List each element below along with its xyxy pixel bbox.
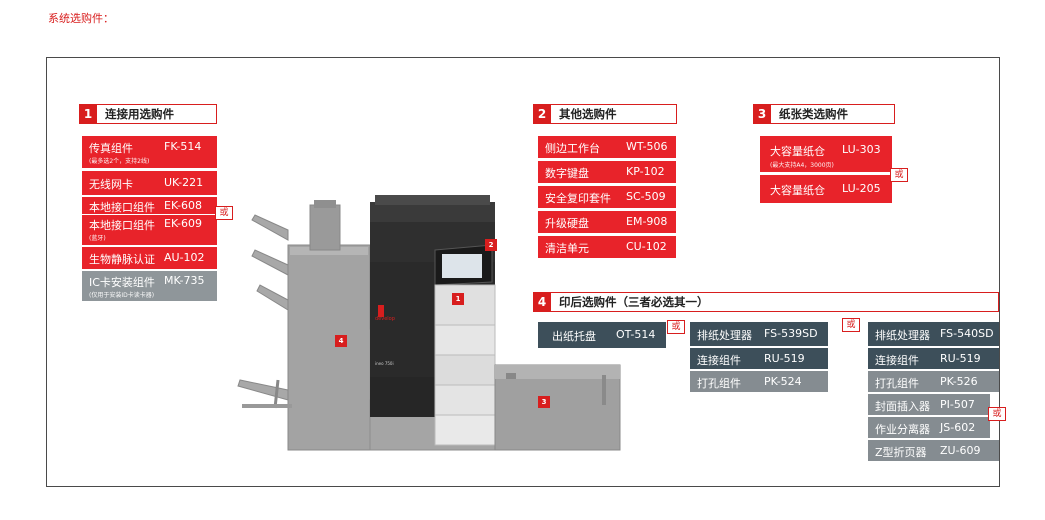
or-label-finishing-2: 或 [842, 318, 860, 332]
or-label-lu: 或 [890, 168, 908, 182]
callout-badge-4: 4 [335, 335, 347, 347]
copier-illustration: develop ineo 750i [237, 195, 621, 451]
or-label-ek: 或 [215, 206, 233, 220]
section-1-title: 连接用选购件 [105, 107, 174, 121]
option-lcc-lu303: 大容量纸仓 LU-303 (最大支持A4，3000页) [760, 136, 892, 172]
option-post-inserter: 封面插入器 PI-507 [868, 394, 990, 415]
brand-label: develop [375, 316, 395, 322]
option-fax-kit: 传真组件 FK-514 (最多选2个，支持2线) [82, 136, 217, 168]
option-ic-card-kit: IC卡安装组件 MK-735 (仅用于安装ID卡读卡器) [82, 271, 217, 301]
option-job-separator: 作业分离器 JS-602 [868, 417, 990, 438]
option-finisher-fs540sd: 排纸处理器 FS-540SD [868, 322, 999, 346]
callout-badge-1: 1 [452, 293, 464, 305]
callout-badge-3: 3 [538, 396, 550, 408]
option-finisher-fs539sd: 排纸处理器 FS-539SD [690, 322, 828, 346]
or-label-finishing-3: 或 [988, 407, 1006, 421]
option-cleaning-unit: 清洁单元 CU-102 [538, 236, 676, 258]
option-local-interface-ek608: 本地接口组件 EK-608 [82, 197, 217, 214]
option-wireless-card: 无线网卡 UK-221 [82, 171, 217, 195]
option-relay-ru519-b: 连接组件 RU-519 [690, 348, 828, 369]
section-3-header: 3 纸张类选购件 [753, 104, 895, 124]
section-1-header: 1 连接用选购件 [79, 104, 217, 124]
section-1-number: 1 [79, 105, 97, 123]
divider [766, 173, 888, 174]
section-4-number: 4 [533, 293, 551, 311]
section-3-number: 3 [753, 105, 771, 123]
option-security-kit: 安全复印套件 SC-509 [538, 186, 676, 208]
option-lcc-lu205: 大容量纸仓 LU-205 [760, 175, 892, 203]
option-output-tray: 出纸托盘 OT-514 [538, 322, 666, 348]
option-hdd-upgrade: 升级硬盘 EM-908 [538, 211, 676, 233]
section-4-header: 4 印后选购件（三者必选其一） [533, 292, 999, 312]
or-label-finishing-1: 或 [667, 320, 685, 334]
option-z-folder: Z型折页器 ZU-609 [868, 440, 999, 461]
option-punch-pk526: 打孔组件 PK-526 [868, 371, 999, 392]
callout-badge-2: 2 [485, 239, 497, 251]
section-4-title: 印后选购件（三者必选其一） [559, 295, 709, 309]
option-side-table: 侧边工作台 WT-506 [538, 136, 676, 158]
option-punch-pk524: 打孔组件 PK-524 [690, 371, 828, 392]
section-2-header: 2 其他选购件 [533, 104, 677, 124]
option-vein-auth: 生物静脉认证 AU-102 [82, 247, 217, 269]
model-label: ineo 750i [375, 361, 394, 366]
section-2-title: 其他选购件 [559, 107, 617, 121]
section-2-number: 2 [533, 105, 551, 123]
section-3-title: 纸张类选购件 [779, 107, 848, 121]
page-title: 系统选购件： [48, 12, 114, 25]
option-relay-ru519-c: 连接组件 RU-519 [868, 348, 999, 369]
option-local-interface-ek609: 本地接口组件 EK-609 (蓝牙) [82, 215, 217, 245]
options-diagram-frame [46, 57, 1000, 487]
option-numeric-keypad: 数字键盘 KP-102 [538, 161, 676, 183]
